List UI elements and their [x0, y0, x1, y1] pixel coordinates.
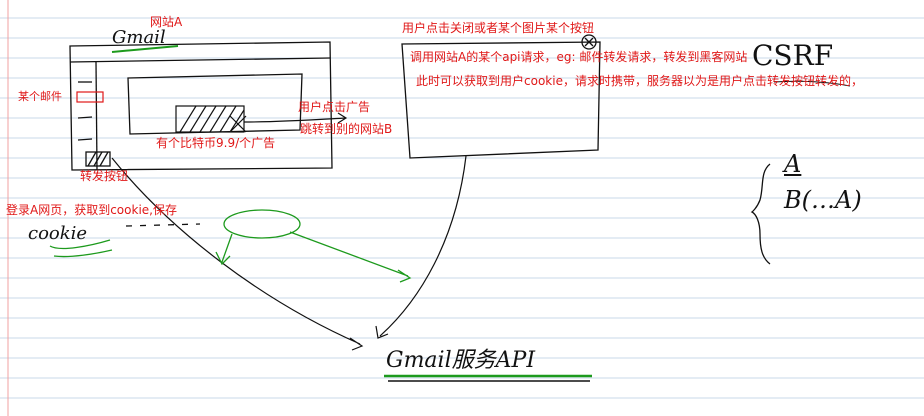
- gmail-api-label: Gmail服务API: [386, 348, 536, 373]
- ad-to-site-b-arrow: [243, 112, 348, 124]
- ruled-lines: [0, 17, 924, 399]
- brace-b-label: B(…A): [784, 186, 862, 214]
- forward-button-sketch: [85, 151, 111, 167]
- login-site-a-label: 登录A网页，获取到cookie,保存: [6, 203, 177, 217]
- gmail-window: [69, 41, 333, 171]
- brace: [750, 163, 771, 265]
- brace-a-label: A: [784, 150, 802, 178]
- gmail-logo: Gmail: [112, 27, 166, 48]
- cookie-sketch: [49, 209, 412, 283]
- csrf-underline: [773, 80, 851, 87]
- some-mail-label: 某个邮件: [18, 90, 62, 103]
- some-mail-highlight: [76, 91, 104, 103]
- cookie-handwritten: cookie: [28, 223, 88, 244]
- api-underline: [384, 374, 592, 382]
- site-b-to-api-arrow: [375, 155, 467, 339]
- csrf-label: CSRF: [752, 39, 834, 72]
- ad-label: 有个比特币9.9/个广告: [156, 136, 276, 150]
- site-a-label: 网站A: [150, 15, 183, 29]
- forward-button-label: 转发按钮: [80, 169, 129, 183]
- cookie-note-label: 此时可以获取到用户cookie，请求时携带，服务器以为是用户点击转发按钮转发的，: [416, 74, 863, 88]
- forward-to-api-arrow: [111, 157, 364, 351]
- ad-box: [175, 105, 247, 133]
- call-api-label: 调用网站A的某个api请求，eg: 邮件转发请求，转发到黑客网站: [410, 50, 748, 64]
- click-close-label: 用户点击关闭或者某个图片某个按钮: [402, 21, 595, 35]
- jump-to-site-b-label: 跳转到别的网站B: [300, 122, 393, 136]
- site-b-window: [401, 34, 601, 159]
- user-click-ad-label: 用户点击广告: [298, 100, 371, 114]
- gmail-underline: [111, 45, 179, 53]
